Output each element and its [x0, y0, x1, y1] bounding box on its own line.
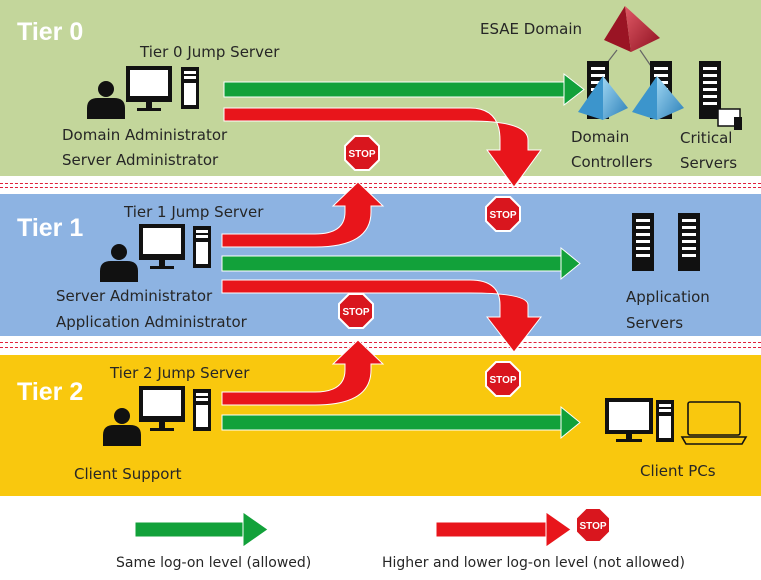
- jump-server-label: Tier 0 Jump Server: [140, 43, 280, 61]
- allowed-arrow: [221, 246, 581, 281]
- domain-controllers-label: Domain: [571, 128, 630, 146]
- server-rack-icon: [632, 213, 654, 271]
- tier-1-title: Tier 1: [17, 214, 84, 242]
- tower-icon: [656, 400, 674, 442]
- monitor-icon: [139, 386, 185, 431]
- not-allowed-arrow-down: [223, 107, 542, 188]
- allowed-arrow: [221, 405, 581, 440]
- tier-divider: [0, 342, 761, 343]
- svg-text:STOP: STOP: [489, 210, 516, 221]
- legend-not-allowed-label: Higher and lower log-on level (not allow…: [382, 555, 685, 571]
- domain-controllers-label: Controllers: [571, 153, 653, 171]
- tier-divider: [0, 187, 761, 188]
- svg-text:STOP: STOP: [489, 375, 516, 386]
- role-label: Client Support: [74, 465, 182, 483]
- pyramid-icon: [604, 6, 660, 52]
- tier-0-title: Tier 0: [17, 18, 84, 46]
- tier-divider: [0, 183, 761, 184]
- svg-text:STOP: STOP: [579, 521, 606, 532]
- client-pcs-label: Client PCs: [640, 462, 716, 480]
- legend-allowed-label: Same log-on level (allowed): [116, 555, 312, 571]
- svg-text:STOP: STOP: [348, 149, 375, 160]
- esae-domain-label: ESAE Domain: [480, 20, 582, 38]
- server-rack-icon: [678, 213, 700, 271]
- monitor-icon: [139, 224, 185, 269]
- not-allowed-arrow-down: [221, 279, 543, 353]
- not-allowed-arrow-up: [221, 181, 385, 248]
- tier-divider: [0, 347, 761, 348]
- legend-not-allowed-arrow: [435, 511, 572, 548]
- not-allowed-arrow-up: [221, 339, 385, 406]
- laptop-icon: [680, 401, 748, 445]
- tower-icon: [193, 389, 211, 431]
- user-icon: [87, 81, 125, 119]
- monitor-icon: [605, 398, 653, 442]
- stop-sign-icon: STOP: [344, 135, 380, 171]
- application-servers-label: Application: [626, 288, 710, 306]
- pyramid-icon: [578, 76, 628, 120]
- small-device-icon: [717, 108, 742, 130]
- tier-2-title: Tier 2: [17, 378, 84, 406]
- stop-sign-icon: STOP: [485, 361, 521, 397]
- critical-servers-label: Critical: [680, 129, 733, 147]
- user-icon: [100, 244, 138, 282]
- stop-sign-icon: STOP: [338, 293, 374, 329]
- jump-server-label: Tier 1 Jump Server: [124, 203, 264, 221]
- pyramid-icon: [632, 76, 684, 120]
- tower-icon: [193, 226, 211, 268]
- role-label: Server Administrator: [56, 287, 213, 305]
- legend-allowed-arrow: [134, 511, 269, 548]
- monitor-icon: [126, 66, 172, 111]
- critical-servers-label: Servers: [680, 154, 738, 172]
- tower-icon: [181, 67, 199, 109]
- user-icon: [103, 408, 141, 446]
- stop-sign-icon: STOP: [485, 196, 521, 232]
- role-label: Domain Administrator: [62, 126, 228, 144]
- svg-text:STOP: STOP: [342, 307, 369, 318]
- allowed-arrow: [223, 72, 585, 107]
- role-label: Server Administrator: [62, 151, 219, 169]
- stop-sign-icon: STOP: [575, 507, 611, 543]
- role-label: Application Administrator: [56, 313, 247, 331]
- jump-server-label: Tier 2 Jump Server: [110, 364, 250, 382]
- application-servers-label: Servers: [626, 314, 684, 332]
